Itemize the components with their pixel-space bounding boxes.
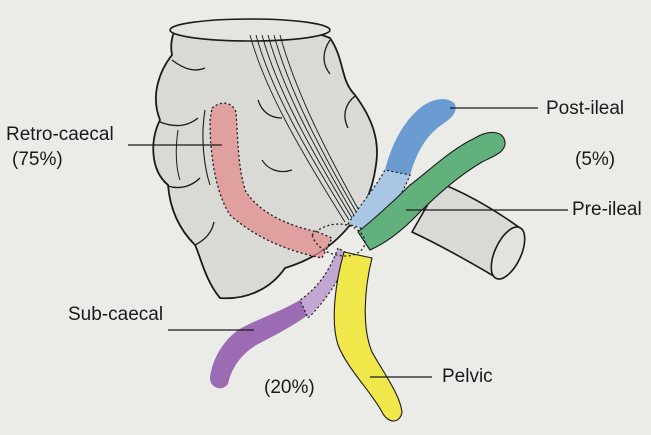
label-post-ileal-percent: (5%) [575,150,615,169]
label-sub-caecal: Sub-caecal [68,305,163,324]
label-post-ileal: Post-ileal [546,99,624,118]
label-pelvic: Pelvic [442,367,493,386]
label-pre-ileal: Pre-ileal [572,200,642,219]
label-pelvic-percent: (20%) [264,378,315,397]
pelvic-appendix [334,252,402,421]
label-retro-caecal: Retro-caecal [6,125,114,144]
label-retro-caecal-percent: (75%) [12,150,63,169]
